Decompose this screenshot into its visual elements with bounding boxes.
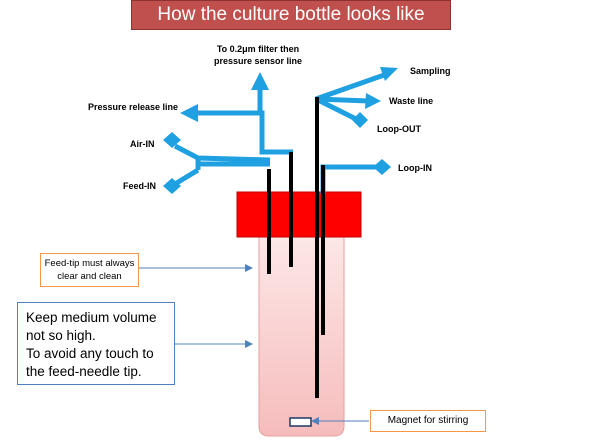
- air-in-label: Air-IN: [130, 139, 155, 149]
- waste-arrowhead: [365, 93, 381, 109]
- magnet-callout-arrowhead: [311, 417, 319, 425]
- loop-out-label: Loop-OUT: [377, 124, 421, 134]
- sampling-label: Sampling: [410, 66, 451, 76]
- sampling-arrowhead: [380, 67, 398, 81]
- stir-magnet: [289, 417, 312, 427]
- feed-tip-callout-arrowhead: [245, 264, 253, 272]
- air-in-tube: [173, 143, 271, 163]
- bottle-body: [258, 230, 345, 437]
- pressure-release-arrowhead: [180, 104, 198, 122]
- loop-in-label: Loop-IN: [398, 163, 432, 173]
- air-in-diamond: [163, 132, 181, 148]
- feed-in-diamond: [163, 178, 181, 194]
- loop-in-tube: [320, 164, 378, 194]
- bottle-cap: [236, 191, 362, 238]
- filter-line-arrowhead: [251, 72, 269, 90]
- waste-line-label: Waste line: [389, 96, 434, 106]
- sampling-tube: [315, 71, 388, 102]
- loop-in-diamond: [373, 159, 391, 175]
- medium-volume-callout-arrowhead: [245, 340, 253, 348]
- filter-line-tube: [257, 88, 293, 155]
- feed-tip-note: Feed-tip must always clear and clean: [40, 253, 139, 287]
- loop-out-diamond: [352, 112, 368, 128]
- page-title: How the culture bottle looks like: [131, 0, 451, 30]
- feed-in-label: Feed-IN: [123, 181, 157, 191]
- magnet-note: Magnet for stirring: [370, 410, 486, 432]
- loop-out-tube: [314, 96, 360, 123]
- pressure-release-label: Pressure release line: [88, 102, 179, 112]
- waste-tube: [315, 96, 370, 104]
- filter-line-label: To 0.2μm filter then pressure sensor lin…: [213, 44, 303, 66]
- medium-volume-note: Keep medium volume not so high. To avoid…: [17, 302, 175, 385]
- feed-in-tube: [173, 167, 200, 187]
